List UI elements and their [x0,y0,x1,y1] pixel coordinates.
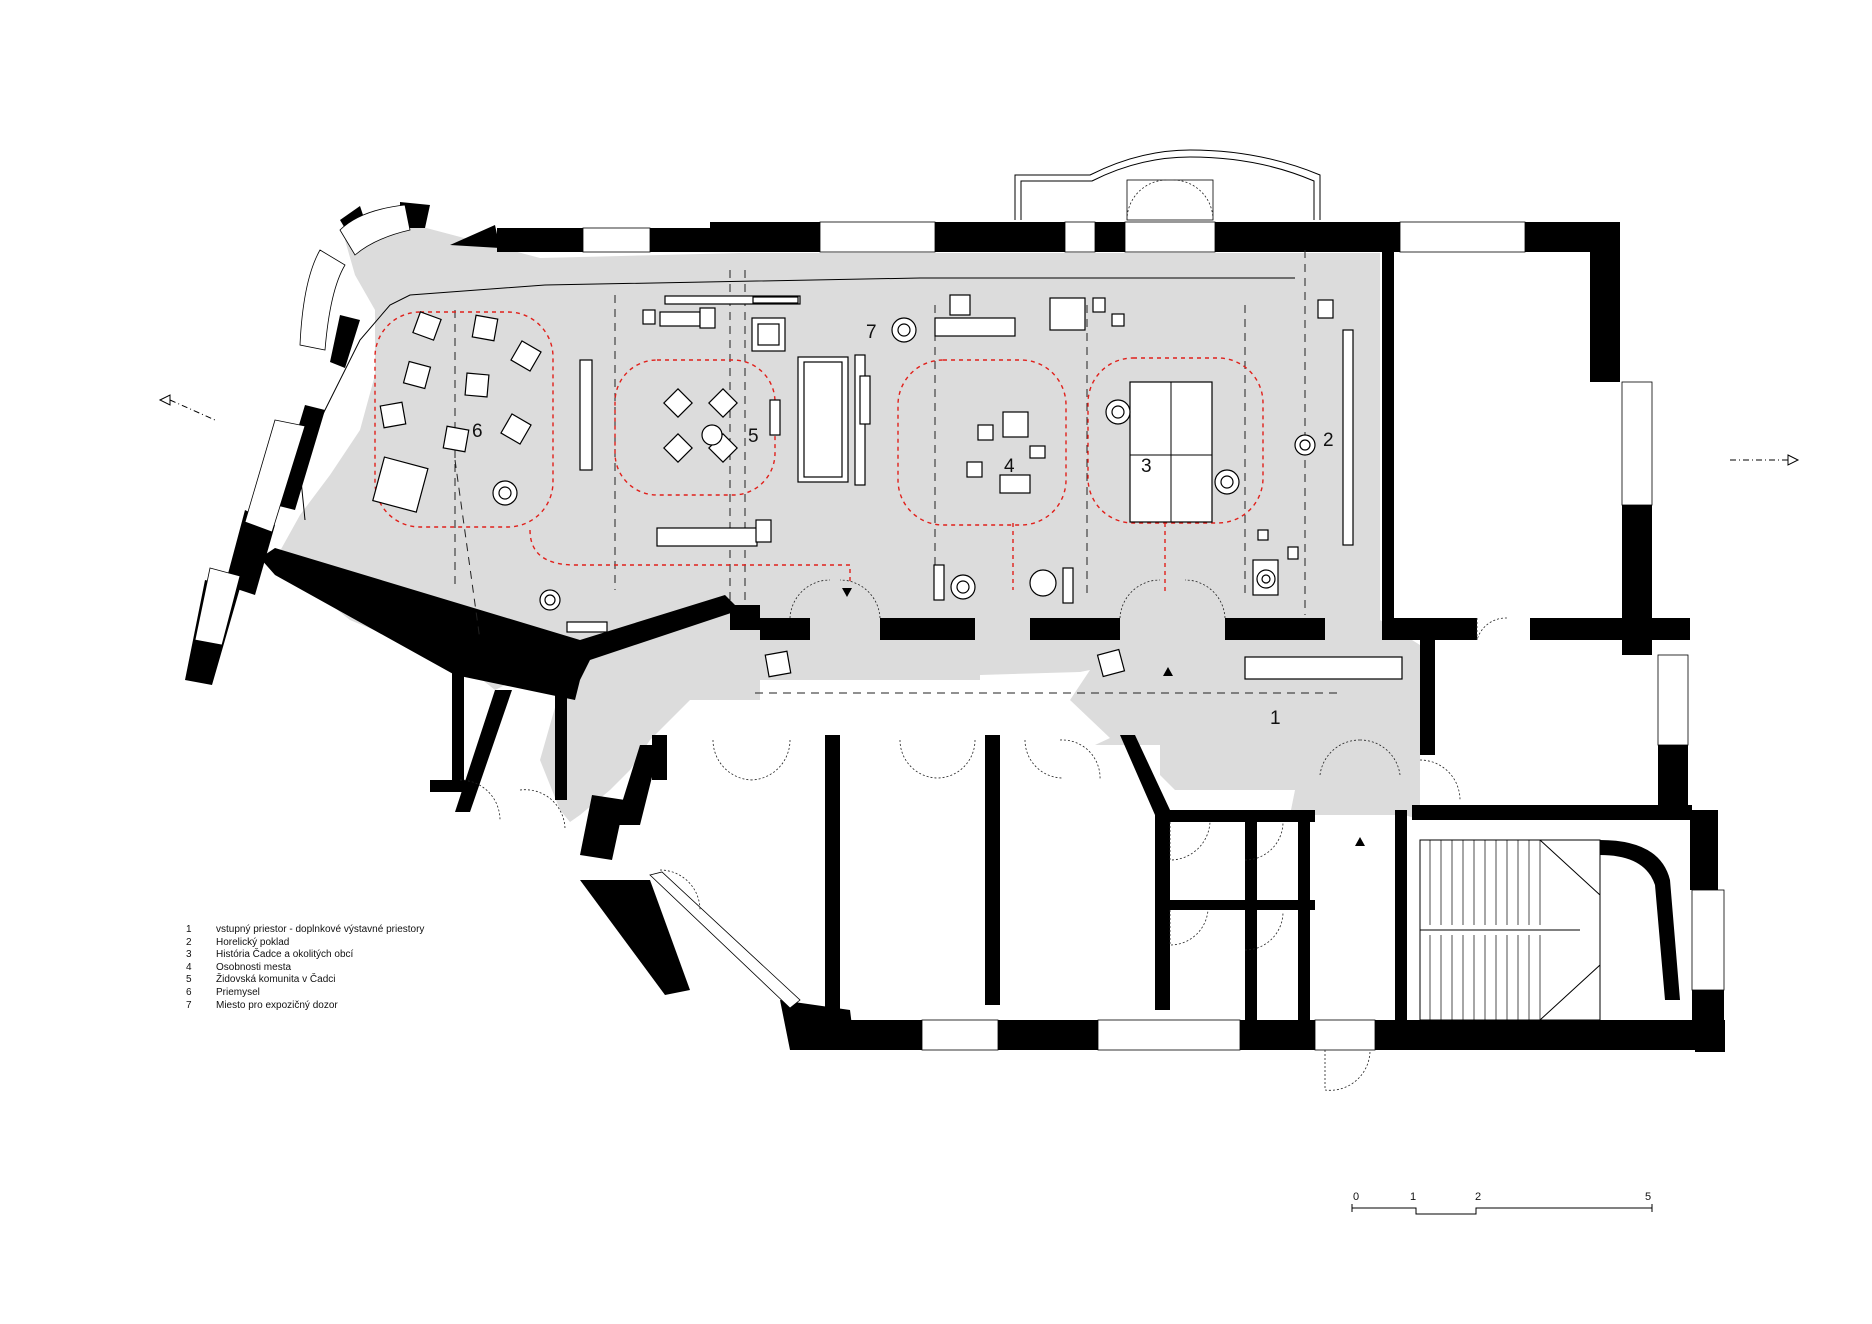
person-figures [492,317,1316,611]
staircase [1419,839,1601,1021]
legend-number: 1 [186,924,192,935]
legend-row: 1 vstupný priestor - doplnkové výstavné p… [186,924,424,937]
doors [459,579,1508,1091]
legend-row: 4 Osobnosti mesta [186,962,424,975]
legend: 1 vstupný priestor - doplnkové výstavné p… [186,924,424,1012]
scale-tick-1: 1 [1410,1191,1416,1203]
entrance-markers [842,588,1365,846]
exhibits [372,294,1403,680]
legend-row: 6 Priemysel [186,987,424,1000]
scale-bar: 0 1 2 5 [1351,1191,1653,1215]
legend-row: 7 Miesto pro expozičný dozor [186,1000,424,1013]
legend-row: 2 Horelický poklad [186,937,424,950]
windows [582,221,1725,1051]
scale-tick-2: 2 [1475,1191,1481,1203]
exhibition-floor [275,225,1420,822]
legend-text: Horelický poklad [216,936,290,948]
bay-window-outline [1014,149,1321,221]
legend-row: 3 História Čadce a okolitých obcí [186,949,424,962]
zone-label-6: 6 [472,421,483,442]
legend-number: 3 [186,949,192,961]
zone-labels: 1 2 3 4 5 6 7 [472,322,1334,729]
legend-text: vstupný priestor - doplnkové výstavné pr… [216,924,425,935]
legend-number: 4 [186,961,192,973]
legend-number: 2 [186,936,192,948]
legend-text: Miesto pro expozičný dozor [216,999,338,1011]
zone-label-5: 5 [748,426,759,447]
zone-label-7: 7 [866,322,877,343]
zone-label-3: 3 [1141,456,1152,477]
legend-row: 5 Židovská komunita v Čadci [186,974,424,987]
zone-label-2: 2 [1323,430,1334,451]
legend-text: Priemysel [216,986,260,998]
legend-number: 6 [186,986,192,998]
zone-label-4: 4 [1004,456,1015,477]
legend-text: História Čadce a okolitých obcí [216,949,354,961]
legend-number: 5 [186,974,192,986]
legend-text: Židovská komunita v Čadci [216,974,336,986]
legend-text: Osobnosti mesta [216,961,292,973]
legend-number: 7 [186,999,192,1011]
scale-tick-0: 0 [1353,1191,1359,1203]
visitor-route [374,311,1264,595]
scale-tick-5: 5 [1645,1191,1651,1203]
section-markers [158,394,1800,466]
walls [185,202,1725,1052]
zone-label-1: 1 [1270,708,1281,729]
